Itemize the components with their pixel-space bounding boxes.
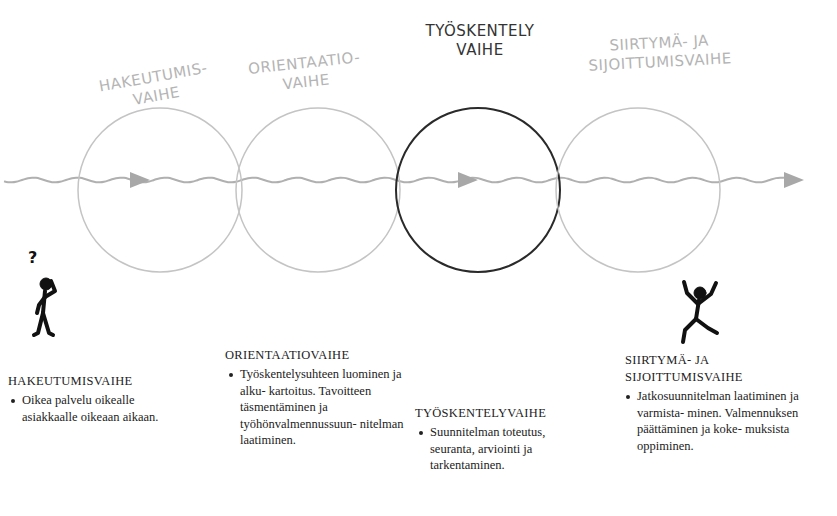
phase-heading: TYÖSKENTELY VAIHE <box>425 22 534 60</box>
phase-circle-outline <box>78 108 242 272</box>
flow-arrowhead <box>130 172 150 188</box>
question-mark: ? <box>28 249 37 267</box>
phase-heading: ORIENTAATIO- VAIHE <box>247 48 363 98</box>
jumping-figure <box>683 282 717 342</box>
phase-circle: SIIRTYMÄ- JA SIJOITTUMISVAIHE <box>553 105 723 275</box>
phase-title: ORIENTAATIOVAIHE <box>225 347 405 364</box>
phase-description: Jatkosuunnitelman laatiminen ja varmista… <box>637 388 802 454</box>
phase-heading: HAKEUTUMIS- VAIHE <box>98 59 213 115</box>
flow-line <box>4 178 784 183</box>
phase-description: Oikea palvelu oikealle asiakkaalle oikea… <box>22 392 182 425</box>
phase-circle-outline <box>556 108 720 272</box>
phase-circle: TYÖSKENTELY VAIHE <box>393 105 563 275</box>
flow-arrowhead <box>784 172 804 188</box>
phase-description: Työskentelysuhteen luominen ja alku- kar… <box>240 366 408 449</box>
phase-heading: SIIRTYMÄ- JA SIJOITTUMISVAIHE <box>587 30 732 75</box>
phase-title: TYÖSKENTELYVAIHE <box>415 405 590 422</box>
phase-circle-outline <box>396 108 560 272</box>
phase-circle-outline <box>236 108 400 272</box>
phase-circle: HAKEUTUMIS- VAIHE <box>75 105 245 275</box>
phase-circle: ORIENTAATIO- VAIHE <box>233 105 403 275</box>
bullet-dot <box>626 395 630 399</box>
bullet-dot <box>229 373 233 377</box>
circle-outline <box>75 105 245 275</box>
bullet-dot <box>419 431 423 435</box>
phase-description: Suunnitelman toteutus, seuranta, arvioin… <box>430 424 590 474</box>
bullet-dot <box>11 399 15 403</box>
confused-figure <box>34 278 55 335</box>
phase-title: HAKEUTUMISVAIHE <box>8 373 183 390</box>
flow-arrowhead <box>458 172 478 188</box>
circle-outline <box>233 105 403 275</box>
phase-title: SIIRTYMÄ- JA SIJOITTUMISVAIHE <box>625 352 790 386</box>
circle-outline <box>553 105 723 275</box>
circle-outline <box>393 105 563 275</box>
wavy-flow-arrow <box>4 172 804 188</box>
